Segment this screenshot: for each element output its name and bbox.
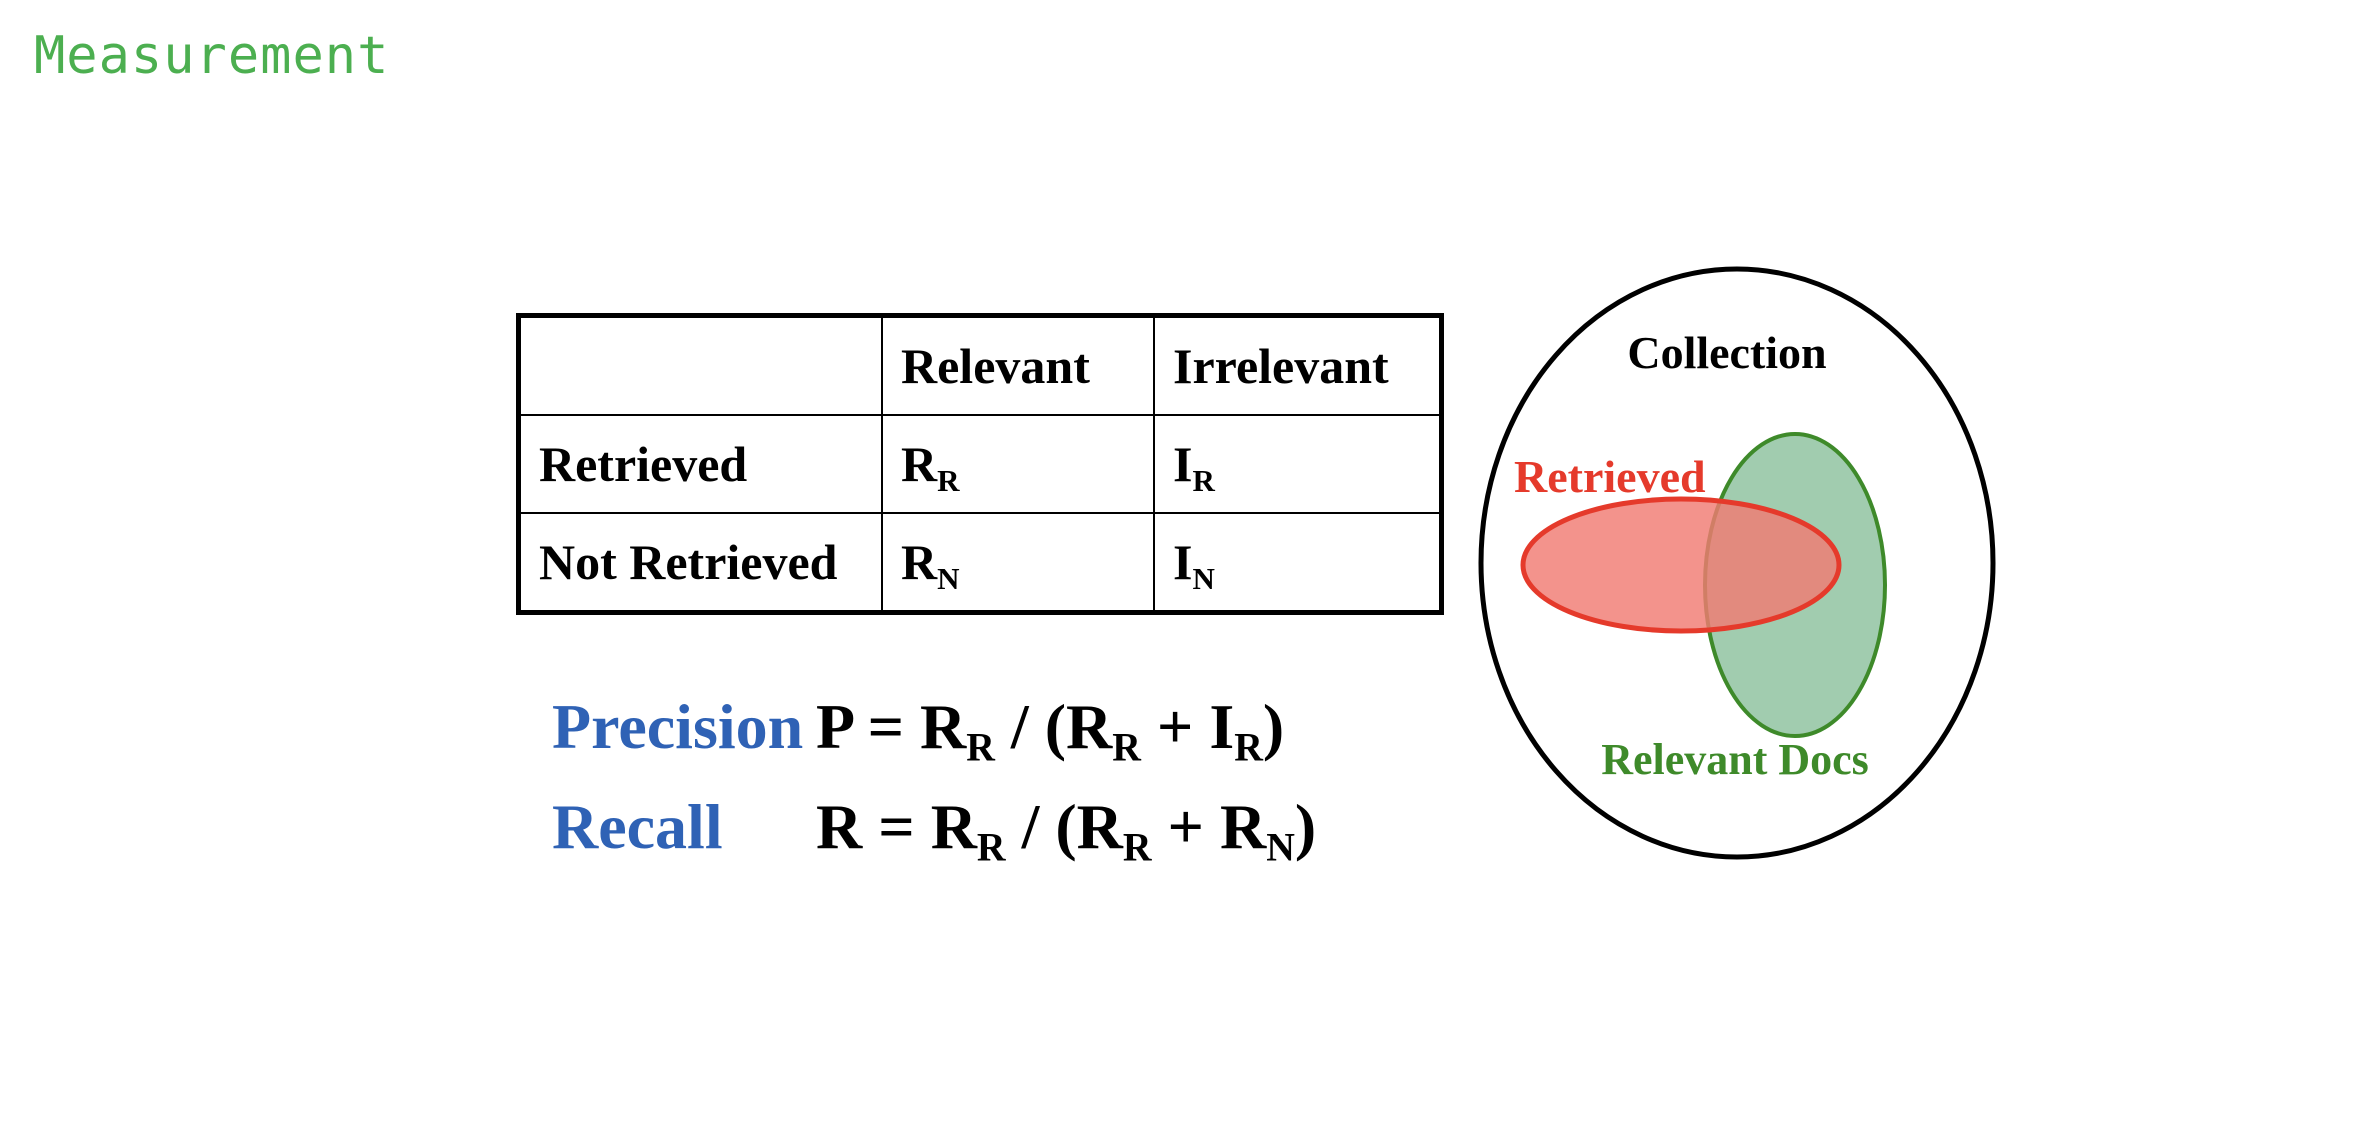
collection-label: Collection — [1627, 327, 1826, 378]
formula-subscript: R — [1234, 725, 1263, 770]
formula-subscript: R — [1122, 825, 1152, 870]
table-row-not-retrieved: Not Retrieved RN IN — [517, 512, 1443, 614]
table-corner-cell — [517, 314, 883, 416]
column-header-irrelevant: Irrelevant — [1153, 314, 1443, 416]
retrieved-label: Retrieved — [1514, 451, 1706, 502]
table-row-retrieved: Retrieved RR IR — [517, 414, 1443, 514]
collection-ellipse — [1478, 266, 1996, 860]
cell-subscript: R — [937, 462, 960, 498]
slide-title: Measurement — [34, 26, 390, 86]
cell-subscript: N — [1192, 560, 1215, 596]
cell-symbol: R — [901, 436, 938, 492]
formula-subscript: R — [966, 725, 995, 770]
formula-text: ) — [1262, 691, 1285, 762]
row-header-not-retrieved: Not Retrieved — [517, 512, 883, 614]
formula-text: + R — [1151, 791, 1267, 862]
formula-text: ) — [1294, 791, 1317, 862]
retrieved-ellipse — [1520, 496, 1842, 634]
formula-text: / (R — [994, 691, 1113, 762]
formula-subscript: N — [1266, 825, 1295, 870]
formula-text: P = R — [816, 691, 967, 762]
formula-subscript: R — [1112, 725, 1141, 770]
cell-relevant-not-retrieved: RN — [881, 512, 1155, 614]
table-header-row: Relevant Irrelevant — [517, 314, 1443, 416]
row-header-retrieved: Retrieved — [517, 414, 883, 514]
cell-subscript: R — [1192, 462, 1215, 498]
recall-label: Recall — [552, 791, 723, 862]
formula-subscript: R — [976, 825, 1006, 870]
cell-symbol: R — [901, 534, 938, 590]
formula-text: / (R — [1005, 791, 1123, 862]
confusion-matrix-table: Relevant Irrelevant Retrieved RR IR Not … — [516, 313, 1444, 615]
formula-text: R = R — [816, 791, 977, 862]
precision-label: Precision — [552, 691, 804, 762]
cell-symbol: I — [1173, 436, 1193, 492]
cell-subscript: N — [937, 560, 960, 596]
column-header-relevant: Relevant — [881, 314, 1155, 416]
formula-text: + I — [1140, 691, 1235, 762]
cell-irrelevant-retrieved: IR — [1153, 414, 1443, 514]
cell-symbol: I — [1173, 534, 1193, 590]
cell-irrelevant-not-retrieved: IN — [1153, 512, 1443, 614]
cell-relevant-retrieved: RR — [881, 414, 1155, 514]
relevant-docs-label: Relevant Docs — [1601, 735, 1869, 784]
